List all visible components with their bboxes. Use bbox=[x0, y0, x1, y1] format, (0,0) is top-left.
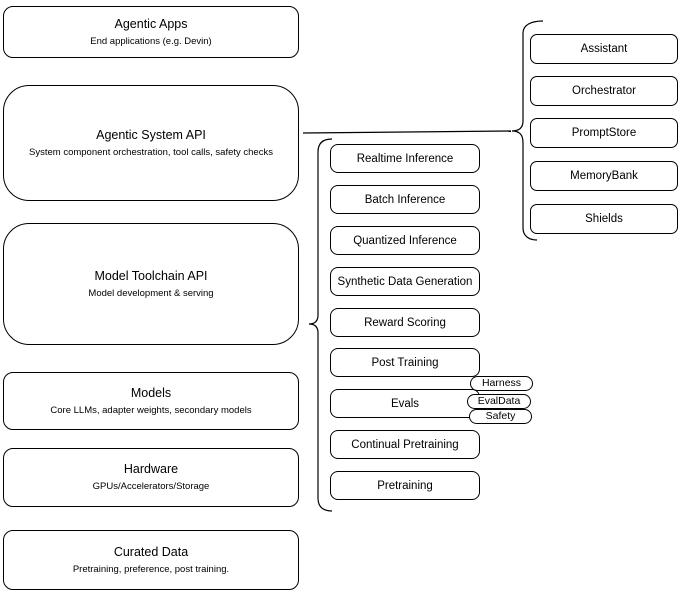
box-title: Model Toolchain API bbox=[94, 268, 208, 283]
box-subtitle: GPUs/Accelerators/Storage bbox=[92, 481, 210, 492]
box-pretraining: Pretraining bbox=[330, 471, 480, 500]
box-agentic-system-api: Agentic System API System component orch… bbox=[3, 85, 299, 201]
agentic-api-to-components-line bbox=[302, 130, 512, 134]
box-shields: Shields bbox=[530, 204, 678, 234]
toolchain-components-brace bbox=[308, 138, 333, 512]
box-quantized-inference: Quantized Inference bbox=[330, 226, 480, 255]
box-subtitle: End applications (e.g. Devin) bbox=[90, 35, 212, 47]
box-memorybank: MemoryBank bbox=[530, 161, 678, 191]
box-model-toolchain-api: Model Toolchain API Model development & … bbox=[3, 223, 299, 345]
pill-safety: Safety bbox=[469, 409, 532, 424]
box-hardware: Hardware GPUs/Accelerators/Storage bbox=[3, 448, 299, 507]
box-orchestrator: Orchestrator bbox=[530, 76, 678, 106]
box-reward-scoring: Reward Scoring bbox=[330, 308, 480, 337]
box-assistant: Assistant bbox=[530, 34, 678, 64]
pill-evaldata: EvalData bbox=[467, 394, 531, 409]
box-models: Models Core LLMs, adapter weights, secon… bbox=[3, 372, 299, 430]
box-agentic-apps: Agentic Apps End applications (e.g. Devi… bbox=[3, 6, 299, 58]
box-subtitle: Pretraining, preference, post training. bbox=[72, 563, 230, 575]
box-realtime-inference: Realtime Inference bbox=[330, 144, 480, 173]
box-subtitle: System component orchestration, tool cal… bbox=[29, 146, 273, 158]
box-title: Models bbox=[130, 385, 172, 400]
box-continual-pretraining: Continual Pretraining bbox=[330, 430, 480, 459]
box-title: Agentic System API bbox=[96, 127, 206, 142]
box-title: Agentic Apps bbox=[114, 16, 188, 31]
box-curated-data: Curated Data Pretraining, preference, po… bbox=[3, 530, 299, 590]
box-subtitle: Core LLMs, adapter weights, secondary mo… bbox=[50, 404, 252, 416]
box-subtitle: Model development & serving bbox=[88, 287, 214, 299]
box-evals: Evals bbox=[330, 389, 480, 418]
box-title: Hardware bbox=[123, 462, 179, 476]
box-promptstore: PromptStore bbox=[530, 118, 678, 148]
pill-harness: Harness bbox=[470, 376, 533, 391]
box-synthetic-data-generation: Synthetic Data Generation bbox=[330, 267, 480, 296]
box-post-training: Post Training bbox=[330, 348, 480, 377]
box-title: Curated Data bbox=[113, 544, 189, 559]
box-batch-inference: Batch Inference bbox=[330, 185, 480, 214]
